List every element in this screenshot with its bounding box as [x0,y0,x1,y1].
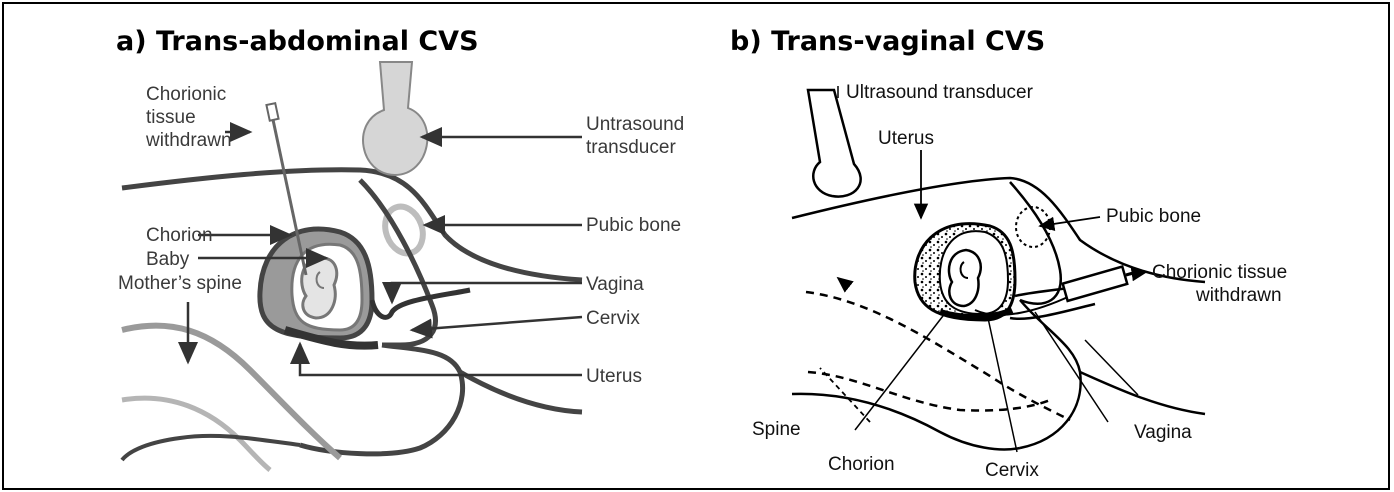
label-vagina-a: Vagina [586,274,644,295]
label-vagina-b: Vagina [1134,422,1192,443]
label-baby-a: Baby [146,249,190,270]
label-uterus-b: Uterus [878,128,934,149]
ultrasound-transducer-a [363,62,427,175]
syringe-b [1063,267,1128,301]
label-cervix-b: Cervix [985,460,1039,481]
label-transducer-a-2: transducer [586,137,676,158]
vagina-a [372,290,470,317]
panel-a-drawing: Chorionic tissue withdrawn Untrasound tr… [118,62,684,470]
label-chorionic-tissue-b-2: withdrawn [1195,285,1282,306]
ultrasound-transducer-b [808,90,861,197]
label-chorionic-tissue-b-1: Chorionic tissue [1152,262,1287,283]
label-mothers-spine-a: Mother’s spine [118,273,242,294]
baby-a [302,258,337,318]
label-chorionic-tissue-a-3: withdrawn [145,130,232,151]
body-front-b [1010,182,1061,304]
label-cervix-a: Cervix [586,308,640,329]
label-spine-b: Spine [752,419,801,440]
syringe-a [266,103,278,121]
label-pubic-bone-a: Pubic bone [586,215,681,236]
label-uterus-a: Uterus [586,366,642,387]
label-transducer-b: Ultrasound transducer [846,82,1034,103]
label-transducer-a-1: Untrasound [586,114,684,135]
label-chorion-a: Chorion [146,225,213,246]
label-chorionic-tissue-a-1: Chorionic [146,84,226,105]
label-chorion-b: Chorion [828,454,895,475]
panel-b-drawing: Ultrasound transducer Uterus Pubic bone … [752,82,1287,481]
label-chorionic-tissue-a-2: tissue [146,107,196,128]
label-pubic-bone-b: Pubic bone [1106,206,1201,227]
